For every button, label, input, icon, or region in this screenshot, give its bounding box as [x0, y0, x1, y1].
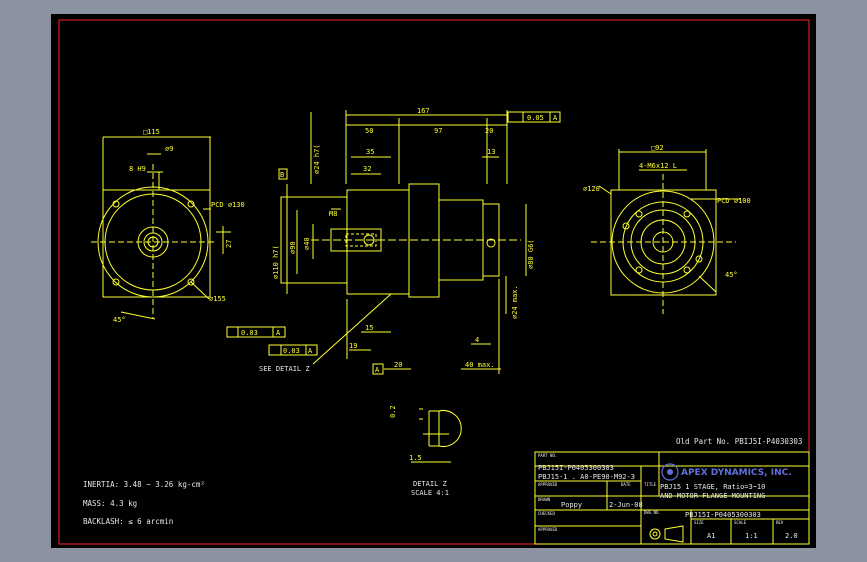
tb-title-1: PBJ15 1 STAGE, Ratio=3~10 [660, 483, 765, 491]
dim-13: 13 [487, 148, 495, 156]
dim-45-left: 45° [113, 316, 126, 324]
dim-4: 4 [475, 336, 479, 344]
dim-shaft-dia: ⌀24 h7( [313, 144, 321, 174]
dim-20-bottom: 20 [394, 361, 402, 369]
detail-1-5: 1.5 [409, 454, 422, 462]
tb-checked-label: CHECKED [538, 511, 555, 516]
old-part-note: Old Part No. PBIJ5I-P4030303 [676, 437, 802, 446]
dim-27: 27 [225, 240, 233, 248]
tb-scale: 1:1 [745, 532, 758, 540]
tb-date-label: DATE [621, 482, 631, 487]
dim-pcd100: PCD ⌀100 [717, 197, 751, 205]
datum-a-box: A [375, 366, 380, 374]
tb-rev-label: REV [776, 520, 784, 525]
apex-logo-icon [661, 463, 679, 481]
tb-title-2: AND MOTOR FLANGE MOUNTING [660, 492, 765, 500]
detail-0-2: 0.2 [389, 405, 397, 418]
mass-note: MASS: 4.3 kg [83, 499, 137, 508]
title-block [534, 451, 810, 545]
dim-sq115: □115 [143, 128, 160, 136]
tb-company: APEX DYNAMICS, INC. [681, 468, 792, 478]
drawing-frame [58, 19, 810, 545]
dim-40: ⌀40 [303, 237, 311, 250]
tb-approved2-label: APPROVED [538, 527, 558, 532]
inertia-note: INERTIA: 3.48 ~ 3.26 kg-cm² [83, 480, 205, 489]
flatness-2: 0.03 [283, 347, 300, 355]
tb-part-no-label: PART NO. [538, 453, 557, 458]
dim-19: 19 [349, 342, 357, 350]
tb-drawn-label: DRAWN [538, 497, 551, 502]
left-view [91, 136, 231, 320]
tb-title-label: TITLE [644, 482, 657, 487]
dim-main-length: 167 [417, 107, 430, 115]
dim-32: 32 [363, 165, 371, 173]
dim-80: ⌀80 G6( [527, 239, 535, 269]
see-detail-label: SEE DETAIL Z [259, 365, 310, 373]
projection-symbol-icon [649, 525, 684, 543]
tb-part-no-2: PBJ15-1 . A0-PE90-M92-3 [538, 473, 635, 481]
tb-size-label: SIZE [694, 520, 704, 525]
dim-pcd130: PCD ⌀130 [211, 201, 245, 209]
tb-approved-label: APPROVED [538, 482, 558, 487]
backlash-note: BACKLASH: ≤ 6 arcmin [83, 517, 173, 526]
dim-110: ⌀110 h7( [272, 245, 280, 279]
tb-drawn-by: Poppy [561, 501, 582, 509]
dim-15: 15 [365, 324, 373, 332]
tb-dwg-no: PBJ15I-P0405300303 [685, 511, 761, 519]
dim-m6: 4-M6x12 L [639, 162, 677, 170]
dim-m8: M8 [329, 210, 337, 218]
dim-d120: ⌀120 [583, 185, 600, 193]
dim-45-right: 45° [725, 271, 738, 279]
tb-scale-label: SCALE [734, 520, 747, 525]
side-view [226, 110, 561, 375]
dim-sq92: □92 [651, 144, 664, 152]
dim-8h9: 8 H9 [129, 165, 146, 173]
right-view [591, 149, 741, 314]
dim-d155: ⌀155 [209, 295, 226, 303]
tb-dwg-no-label: DWG NO. [644, 510, 661, 515]
tb-size: A1 [707, 532, 715, 540]
tb-rev: 2.0 [785, 532, 798, 540]
dim-50: 50 [365, 127, 373, 135]
detail-title: DETAIL Z [413, 480, 447, 488]
detail-scale: SCALE 4:1 [411, 489, 449, 497]
drawing-canvas: 167 50 97 20 0.05 A 35 32 13 B M8 ⌀24 h7… [51, 14, 816, 548]
detail-z [411, 408, 462, 463]
dim-35: 35 [366, 148, 374, 156]
dim-20-top: 20 [485, 127, 493, 135]
runout-datum: A [553, 114, 558, 122]
cad-drawing: 167 50 97 20 0.05 A 35 32 13 B M8 ⌀24 h7… [58, 19, 810, 545]
dim-90: ⌀90 [289, 241, 297, 254]
flatness-1: 0.03 [241, 329, 258, 337]
flatness-1-datum: A [276, 329, 281, 337]
tb-drawn-date: 2-Jun-08 [609, 501, 643, 509]
dim-24max: ⌀24 max. [511, 285, 519, 319]
dim-d9: ⌀9 [165, 145, 173, 153]
apex-logo-core [667, 469, 673, 475]
tb-part-no-1: PBJ15I-P0405300303 [538, 464, 614, 472]
datum-b: B [280, 171, 284, 179]
dim-40max: 40 max. [465, 361, 495, 369]
runout-value: 0.05 [527, 114, 544, 122]
dim-97: 97 [434, 127, 442, 135]
flatness-2-datum: A [308, 347, 313, 355]
